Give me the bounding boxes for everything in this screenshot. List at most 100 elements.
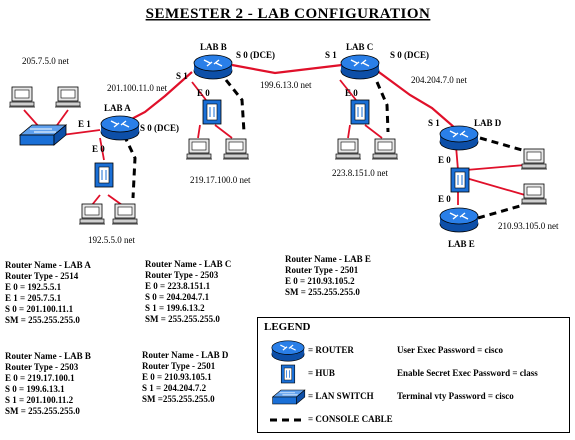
- label-c-s1: S 1: [325, 50, 337, 60]
- legend-secret-password: Enable Secret Exec Password = class: [397, 368, 538, 378]
- label-net-204: 204.204.7.0 net: [411, 75, 467, 85]
- pc-205-1: [8, 86, 36, 108]
- info-line: S 1 = 204.204.7.2: [142, 383, 207, 393]
- info-line: Router Type - 2501: [285, 265, 359, 275]
- hub-lab-d: [450, 167, 470, 193]
- console-d: [479, 136, 523, 152]
- info-line: E 1 = 205.7.5.1: [5, 293, 62, 303]
- info-line: Router Type - 2501: [142, 361, 216, 371]
- link-hub-pc2: [465, 177, 526, 196]
- link-hub-pc1: [465, 164, 526, 171]
- router-info-lab-d: Router Name - LAB D Router Type - 2501 E…: [142, 350, 228, 405]
- link-hub-a-pcs: [91, 194, 123, 206]
- label-lab-b: LAB B: [200, 42, 227, 52]
- link-hub-c-pcs: [347, 124, 383, 139]
- pc-210-2: [520, 183, 548, 205]
- link-switch-a: [61, 129, 101, 136]
- info-line: E 0 = 210.93.105.1: [142, 372, 212, 382]
- legend-row-switch: = LAN SWITCH Terminal vty Password = cis…: [258, 386, 569, 408]
- link-b-c: [231, 63, 343, 75]
- info-line: SM = 255.255.255.0: [5, 406, 80, 416]
- hub-icon: [280, 364, 296, 384]
- label-b-e0: E 0: [197, 88, 210, 98]
- console-cables: [122, 79, 523, 220]
- label-net-201: 201.100.11.0 net: [107, 83, 168, 93]
- lan-switch-lab-a: [19, 124, 67, 146]
- router-info-lab-a: Router Name - LAB A Router Type - 2514 E…: [5, 260, 91, 326]
- hub-lab-b: [202, 99, 222, 125]
- info-line: S 1 = 199.6.13.2: [145, 303, 205, 313]
- pc-192-1: [78, 203, 106, 225]
- page-title: SEMESTER 2 - LAB CONFIGURATION: [146, 6, 431, 22]
- info-line: Router Type - 2514: [5, 271, 79, 281]
- label-b-s1: S 1: [176, 71, 188, 81]
- info-line: S 0 = 199.6.13.1: [5, 384, 65, 394]
- label-lab-c: LAB C: [346, 42, 373, 52]
- hub-lab-c: [350, 99, 370, 125]
- legend-row-router: = ROUTER User Exec Password = cisco: [258, 340, 569, 362]
- console-c: [375, 81, 390, 133]
- router-lab-a: [100, 115, 140, 141]
- info-line: E 0 = 219.17.100.1: [5, 373, 75, 383]
- info-line: SM = 255.255.255.0: [285, 287, 360, 297]
- label-net-223: 223.8.151.0 net: [332, 168, 388, 178]
- info-line: Router Name - LAB E: [285, 254, 371, 264]
- legend-user-password: User Exec Password = cisco: [397, 345, 503, 355]
- router-lab-c: [340, 54, 380, 80]
- info-line: E 0 = 210.93.105.2: [285, 276, 355, 286]
- label-c-e0: E 0: [345, 88, 358, 98]
- info-line: S 1 = 201.100.11.2: [5, 395, 74, 405]
- info-line: E 0 = 192.5.5.1: [5, 282, 62, 292]
- legend-router-label: = ROUTER: [308, 345, 354, 355]
- router-lab-d: [439, 125, 479, 151]
- label-net-192: 192.5.5.0 net: [88, 235, 135, 245]
- info-line: SM = 255.255.255.0: [145, 314, 220, 324]
- label-net-210: 210.93.105.0 net: [498, 221, 559, 231]
- link-hub-b-pcs: [197, 124, 233, 139]
- info-line: E 0 = 223.8.151.1: [145, 281, 211, 291]
- lan-switch-icon: [272, 389, 306, 405]
- pc-219-2: [222, 138, 250, 160]
- label-net-205: 205.7.5.0 net: [22, 56, 69, 66]
- info-line: Router Name - LAB B: [5, 351, 91, 361]
- legend-vty-password: Terminal vty Password = cisco: [397, 391, 514, 401]
- router-info-lab-c: Router Name - LAB C Router Type - 2503 E…: [145, 259, 231, 325]
- link-a-hub: [99, 137, 105, 161]
- info-line: Router Name - LAB A: [5, 260, 91, 270]
- pc-223-2: [371, 138, 399, 160]
- label-d-s1: S 1: [428, 118, 440, 128]
- info-line: S 0 = 201.100.11.1: [5, 304, 74, 314]
- label-d-e0: E 0: [438, 155, 451, 165]
- pc-219-1: [185, 138, 213, 160]
- legend-switch-label: = LAN SWITCH: [308, 391, 374, 401]
- label-e-e0: E 0: [438, 194, 451, 204]
- console-e: [477, 204, 521, 220]
- label-lab-e: LAB E: [448, 239, 475, 249]
- info-line: Router Name - LAB C: [145, 259, 232, 269]
- info-line: Router Type - 2503: [5, 362, 79, 372]
- router-icon: [271, 340, 305, 362]
- console-cable-icon: [270, 418, 306, 422]
- pc-210-1: [520, 148, 548, 170]
- legend: LEGEND = ROUTER User Exec Password = cis…: [257, 317, 570, 433]
- router-lab-b: [193, 54, 233, 80]
- pc-205-2: [54, 86, 82, 108]
- label-net-219: 219.17.100.0 net: [190, 175, 251, 185]
- serial-links: [119, 63, 456, 129]
- pc-223-1: [334, 138, 362, 160]
- label-b-s0: S 0 (DCE): [236, 50, 275, 60]
- info-line: S 0 = 204.204.7.1: [145, 292, 210, 302]
- info-line: Router Name - LAB D: [142, 350, 229, 360]
- label-a-s0: S 0 (DCE): [140, 123, 179, 133]
- legend-row-console: = CONSOLE CABLE: [258, 409, 569, 431]
- legend-console-label: = CONSOLE CABLE: [308, 414, 393, 424]
- link-c-d: [375, 69, 456, 129]
- legend-title: LEGEND: [264, 321, 311, 333]
- hub-lab-a: [94, 162, 114, 188]
- info-line: SM = 255.255.255.0: [5, 315, 80, 325]
- label-net-199: 199.6.13.0 net: [260, 80, 312, 90]
- legend-row-hub: = HUB Enable Secret Exec Password = clas…: [258, 363, 569, 385]
- label-lab-a: LAB A: [104, 103, 131, 113]
- router-lab-e: [439, 207, 479, 233]
